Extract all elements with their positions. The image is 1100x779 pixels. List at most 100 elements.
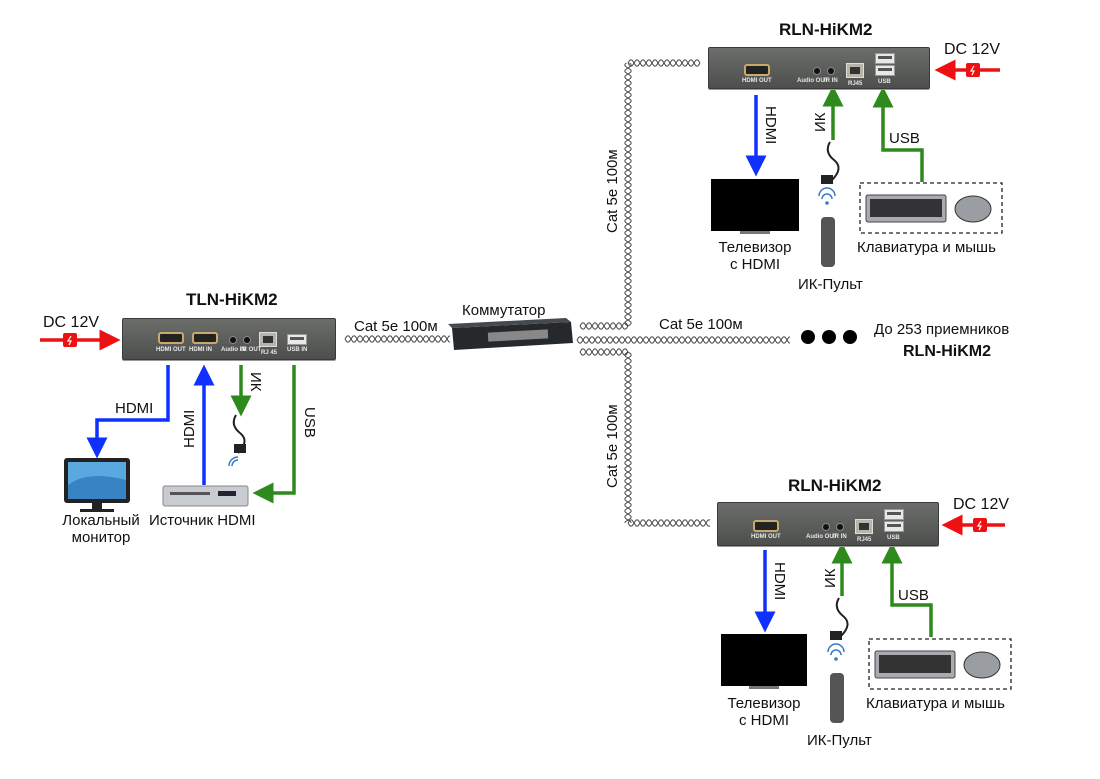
audio-out-jack xyxy=(813,67,821,75)
port-label: RJ45 xyxy=(857,537,872,543)
cable-switch-to-rx2 xyxy=(627,519,711,527)
port-label: USB IN xyxy=(287,347,308,353)
mouse-icon xyxy=(963,651,1001,679)
tx-ir-label: ИК xyxy=(247,372,264,392)
port-label: HDMI IN xyxy=(189,347,212,353)
ir-in-jack xyxy=(827,67,835,75)
hdmi-in-port xyxy=(192,332,218,344)
tx-hdmi-in-label: HDMI xyxy=(181,409,198,448)
cable-label-mid: Cat 5e 100м xyxy=(659,316,743,333)
ir-emitter-icon xyxy=(821,141,840,184)
port-label: HDMI OUT xyxy=(156,347,186,353)
kbm-label: Клавиатура и мышь xyxy=(857,239,996,256)
rx2-power-label: DC 12V xyxy=(953,496,1010,513)
remote-label: ИК-Пульт xyxy=(798,276,863,293)
power-plug-icon xyxy=(973,518,987,532)
transmitter-box: HDMI OUT HDMI IN Audio IN IR OUT RJ 45 U… xyxy=(122,318,336,360)
receiver2-box: HDMI OUT Audio OUT IR IN RJ45 USB xyxy=(717,502,939,546)
usb-line-rx1 xyxy=(872,86,924,182)
cable-switch-to-rx2 xyxy=(624,351,632,524)
wireless-signal-icon xyxy=(818,187,836,200)
cable-tx-to-switch xyxy=(344,335,451,343)
usb-line xyxy=(252,365,296,504)
cable-switch-to-rx2 xyxy=(627,519,711,527)
port-label: Audio OUT xyxy=(797,78,829,84)
kbm-label: Клавиатура и мышь xyxy=(866,695,1005,712)
ir-emitter-icon xyxy=(830,597,849,640)
port-label: RJ 45 xyxy=(261,350,278,356)
tx-usb-label: USB xyxy=(301,407,318,438)
cable-switch-to-rx2 xyxy=(624,351,632,524)
cable-switch-to-rx1 xyxy=(579,322,629,330)
hdmi-out-port xyxy=(158,332,184,344)
ellipsis-dot xyxy=(822,330,836,344)
hdmi-out-port xyxy=(744,64,770,76)
port-label: HDMI OUT xyxy=(742,78,772,84)
wireless-signal-icon xyxy=(228,456,239,467)
switch-title: Коммутатор xyxy=(462,302,546,319)
cable-switch-to-rx1 xyxy=(627,59,701,67)
port-label: IR IN xyxy=(824,78,838,84)
ellipsis-dot xyxy=(843,330,857,344)
usb-port xyxy=(875,53,895,64)
tv-icon xyxy=(711,179,799,234)
cable-switch-to-rx2 xyxy=(579,348,629,356)
more-receivers-text: До 253 приемников xyxy=(874,321,1010,338)
local-monitor-icon xyxy=(64,458,130,512)
rx1-power-label: DC 12V xyxy=(944,41,1001,58)
receiver2-title: RLN-HiKM2 xyxy=(788,476,882,495)
keyboard-icon xyxy=(865,194,947,223)
rx1-hdmi-label: HDMI xyxy=(762,106,779,145)
remote-control-icon xyxy=(830,673,844,723)
tx-power-label: DC 12V xyxy=(43,314,100,331)
port-label: HDMI OUT xyxy=(751,534,781,540)
cable-tx-to-switch xyxy=(344,335,451,343)
kbm-group-rx2 xyxy=(868,638,1012,690)
network-switch-icon xyxy=(448,318,573,350)
more-receivers-model: RLN-HiKM2 xyxy=(903,343,991,360)
port-label: IR IN xyxy=(833,534,847,540)
kbm-group-rx1 xyxy=(859,182,1003,234)
cable-switch-to-rx1 xyxy=(624,62,632,327)
remote-label: ИК-Пульт xyxy=(807,732,872,749)
usb-port xyxy=(884,521,904,532)
rj45-port xyxy=(855,519,873,534)
receiver1-title: RLN-HiKM2 xyxy=(779,20,873,39)
rj45-port xyxy=(259,332,277,347)
rx1-ir-label: ИК xyxy=(812,112,829,132)
receiver1-box: HDMI OUT Audio OUT IR IN RJ45 USB xyxy=(708,47,930,89)
wireless-signal-icon xyxy=(827,643,845,656)
cable-label-in: Cat 5e 100м xyxy=(354,318,438,335)
port-label: IR OUT xyxy=(241,347,262,353)
tx-hdmi-out-label: HDMI xyxy=(115,400,154,417)
cable-label-top: Cat 5e 100м xyxy=(604,149,621,233)
rx2-hdmi-label: HDMI xyxy=(771,562,788,601)
cable-switch-to-rx1 xyxy=(624,62,632,327)
cable-switch-to-more xyxy=(576,336,791,344)
port-label: RJ45 xyxy=(848,81,863,87)
port-label: USB xyxy=(887,535,900,541)
tv-icon xyxy=(721,634,807,689)
hdmi-source-icon xyxy=(162,485,249,507)
cable-label-bottom: Cat 5e 100м xyxy=(604,404,621,488)
port-label: Audio IN xyxy=(221,347,246,353)
mouse-icon xyxy=(954,195,992,223)
usb-port xyxy=(884,509,904,520)
hdmi-source-label: Источник HDMI xyxy=(149,512,256,529)
rx2-ir-label: ИК xyxy=(822,568,839,588)
rx1-usb-label: USB xyxy=(889,130,920,147)
cat5e-cables xyxy=(344,59,791,527)
ir-out-jack xyxy=(243,336,251,344)
rj45-port xyxy=(846,63,864,78)
usb-in-port xyxy=(287,334,307,345)
usb-port xyxy=(875,65,895,76)
audio-in-jack xyxy=(229,336,237,344)
ir-emitter-icon xyxy=(232,414,246,454)
ellipsis-dot xyxy=(801,330,815,344)
transmitter-title: TLN-HiKM2 xyxy=(186,290,278,309)
ir-in-jack xyxy=(836,523,844,531)
